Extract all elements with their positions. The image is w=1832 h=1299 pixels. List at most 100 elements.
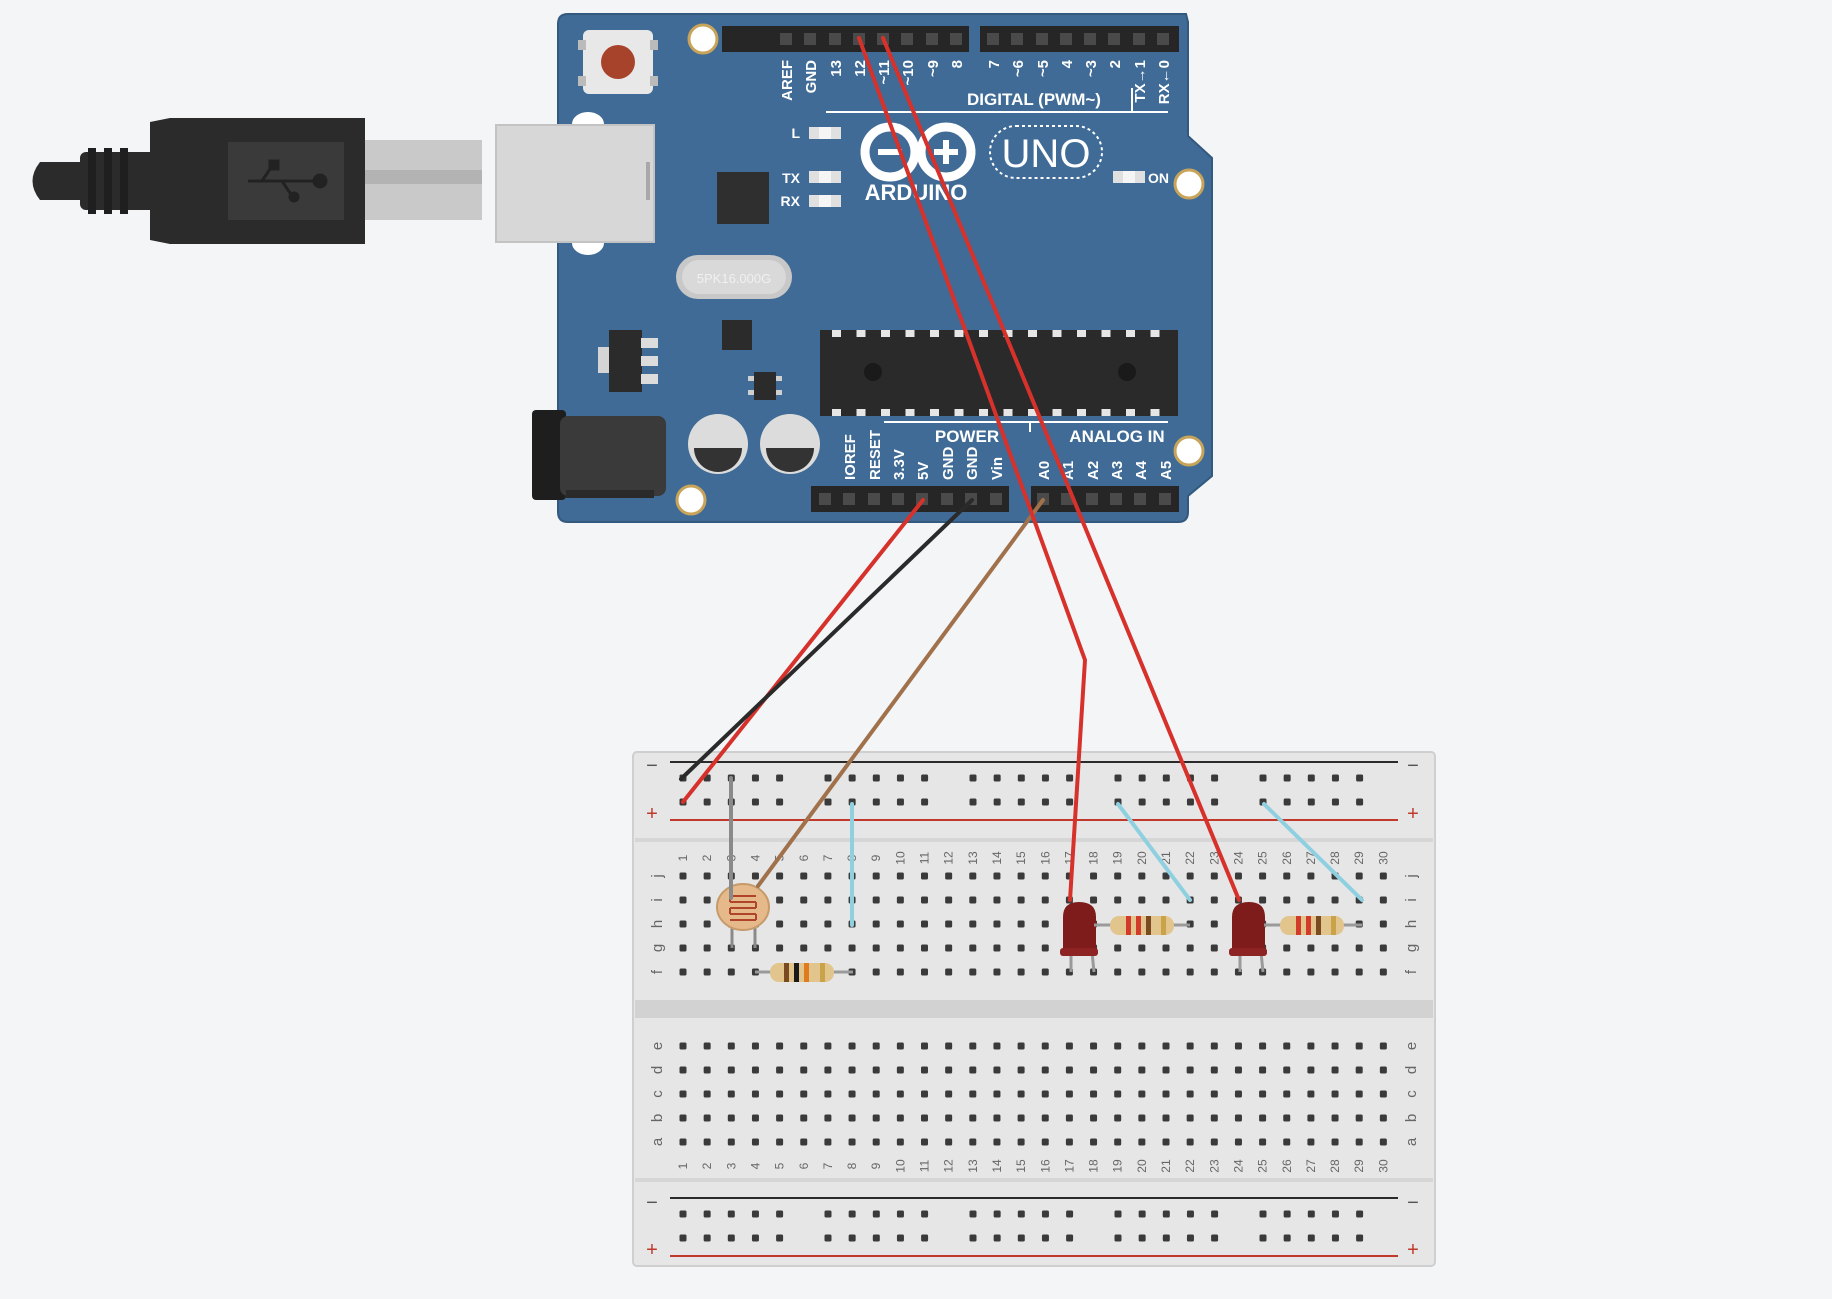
breadboard-hole[interactable] <box>993 798 1001 806</box>
breadboard-hole[interactable] <box>1186 1090 1194 1098</box>
breadboard-hole[interactable] <box>1065 1114 1073 1122</box>
breadboard-hole[interactable] <box>1138 968 1146 976</box>
breadboard-hole[interactable] <box>1356 774 1364 782</box>
breadboard-hole[interactable] <box>1211 774 1219 782</box>
breadboard-hole[interactable] <box>1186 1234 1194 1242</box>
breadboard-hole[interactable] <box>1331 1090 1339 1098</box>
breadboard-hole[interactable] <box>1041 1066 1049 1074</box>
breadboard-hole[interactable] <box>1017 872 1025 880</box>
breadboard-hole[interactable] <box>1234 1066 1242 1074</box>
breadboard-hole[interactable] <box>824 944 832 952</box>
breadboard-hole[interactable] <box>1234 1138 1242 1146</box>
breadboard-hole[interactable] <box>921 968 928 976</box>
breadboard-hole[interactable] <box>993 872 1001 880</box>
breadboard-hole[interactable] <box>751 1234 759 1242</box>
breadboard-hole[interactable] <box>1331 1114 1339 1122</box>
breadboard-hole[interactable] <box>993 944 1001 952</box>
breadboard-hole[interactable] <box>1331 1066 1339 1074</box>
breadboard-hole[interactable] <box>921 896 928 904</box>
breadboard-hole[interactable] <box>703 1090 711 1098</box>
header-socket[interactable] <box>901 33 913 45</box>
breadboard-hole[interactable] <box>679 920 687 928</box>
breadboard-hole[interactable] <box>1186 1066 1194 1074</box>
breadboard-hole[interactable] <box>824 1210 832 1218</box>
breadboard-hole[interactable] <box>969 1090 977 1098</box>
breadboard-hole[interactable] <box>896 1210 904 1218</box>
breadboard-hole[interactable] <box>1017 1042 1025 1050</box>
breadboard-hole[interactable] <box>703 1210 711 1218</box>
breadboard-hole[interactable] <box>1259 1042 1267 1050</box>
breadboard-hole[interactable] <box>776 1114 784 1122</box>
breadboard-hole[interactable] <box>1331 1210 1339 1218</box>
breadboard-hole[interactable] <box>751 1114 759 1122</box>
breadboard-hole[interactable] <box>1283 798 1291 806</box>
breadboard-hole[interactable] <box>776 1090 784 1098</box>
breadboard-hole[interactable] <box>1234 1042 1242 1050</box>
breadboard-hole[interactable] <box>1186 1042 1194 1050</box>
breadboard-hole[interactable] <box>1283 896 1291 904</box>
breadboard-hole[interactable] <box>679 1090 687 1098</box>
breadboard-hole[interactable] <box>993 920 1001 928</box>
breadboard-hole[interactable] <box>1186 798 1194 806</box>
breadboard-hole[interactable] <box>1259 1066 1267 1074</box>
header-socket[interactable] <box>1086 493 1098 505</box>
breadboard-hole[interactable] <box>1017 1234 1025 1242</box>
breadboard-hole[interactable] <box>993 1138 1001 1146</box>
breadboard-hole[interactable] <box>1210 1114 1218 1122</box>
resistor[interactable] <box>755 963 853 982</box>
breadboard-hole[interactable] <box>800 1138 808 1146</box>
breadboard-hole[interactable] <box>896 798 904 806</box>
breadboard-hole[interactable] <box>751 1138 759 1146</box>
breadboard-hole[interactable] <box>1041 1114 1049 1122</box>
breadboard-hole[interactable] <box>1307 774 1315 782</box>
breadboard-hole[interactable] <box>1307 1114 1315 1122</box>
wire-5v-to-plus-rail[interactable] <box>681 498 925 804</box>
breadboard-hole[interactable] <box>751 774 759 782</box>
breadboard-hole[interactable] <box>824 872 832 880</box>
header-socket[interactable] <box>926 33 938 45</box>
breadboard-hole[interactable] <box>727 1138 735 1146</box>
breadboard-hole[interactable] <box>1283 1234 1291 1242</box>
usb-b-port[interactable] <box>495 112 655 255</box>
breadboard-hole[interactable] <box>945 968 953 976</box>
breadboard-hole[interactable] <box>1066 1234 1074 1242</box>
breadboard-hole[interactable] <box>896 1066 904 1074</box>
breadboard-hole[interactable] <box>1259 1210 1267 1218</box>
arduino-uno-board[interactable]: 5PK16.000G L <box>495 13 1213 523</box>
breadboard-hole[interactable] <box>679 1138 687 1146</box>
breadboard-hole[interactable] <box>945 944 953 952</box>
breadboard-hole[interactable] <box>703 968 711 976</box>
breadboard-hole[interactable] <box>969 1066 977 1074</box>
breadboard-hole[interactable] <box>1210 944 1218 952</box>
breadboard-hole[interactable] <box>1114 1138 1122 1146</box>
breadboard-hole[interactable] <box>1234 872 1242 880</box>
breadboard-hole[interactable] <box>1259 872 1267 880</box>
breadboard-hole[interactable] <box>872 1090 880 1098</box>
breadboard-hole[interactable] <box>776 920 784 928</box>
breadboard-hole[interactable] <box>703 1234 711 1242</box>
breadboard-hole[interactable] <box>1210 1066 1218 1074</box>
breadboard-hole[interactable] <box>872 896 880 904</box>
header-socket[interactable] <box>1011 33 1023 45</box>
breadboard-hole[interactable] <box>824 1114 832 1122</box>
usb-cable[interactable] <box>32 118 483 244</box>
breadboard-hole[interactable] <box>800 872 808 880</box>
breadboard-hole[interactable] <box>872 798 880 806</box>
breadboard-hole[interactable] <box>1355 1090 1363 1098</box>
breadboard-hole[interactable] <box>993 774 1001 782</box>
header-socket[interactable] <box>868 493 880 505</box>
breadboard-hole[interactable] <box>1186 1210 1194 1218</box>
breadboard-hole[interactable] <box>1162 1090 1170 1098</box>
breadboard-hole[interactable] <box>703 920 711 928</box>
breadboard-hole[interactable] <box>848 944 856 952</box>
breadboard-hole[interactable] <box>679 968 687 976</box>
breadboard-hole[interactable] <box>969 1138 977 1146</box>
breadboard-hole[interactable] <box>872 774 880 782</box>
breadboard-hole[interactable] <box>703 896 711 904</box>
header-socket[interactable] <box>780 33 792 45</box>
breadboard-hole[interactable] <box>1283 944 1291 952</box>
breadboard-hole[interactable] <box>1114 872 1122 880</box>
breadboard-hole[interactable] <box>1259 774 1267 782</box>
header-socket[interactable] <box>1110 493 1122 505</box>
breadboard-hole[interactable] <box>800 1066 808 1074</box>
